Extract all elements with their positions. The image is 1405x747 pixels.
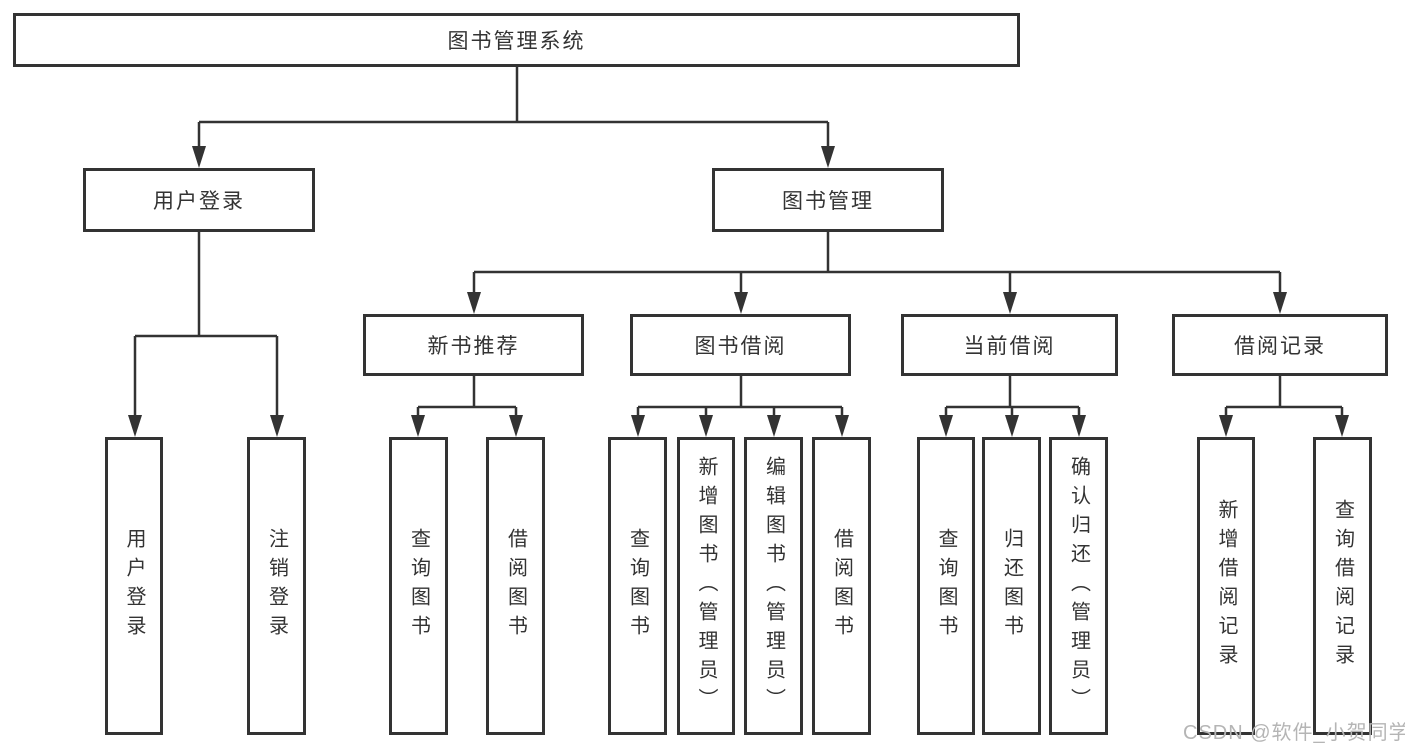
node-library-system-label: 图书管理系统	[447, 30, 586, 53]
node-new-book-recommendation: 新书推荐	[363, 314, 584, 376]
leaf-user-login: 用户登录	[105, 437, 163, 735]
node-current-borrowing-label: 当前借阅	[963, 335, 1056, 358]
node-library-system: 图书管理系统	[13, 13, 1020, 67]
node-borrowing-records: 借阅记录	[1172, 314, 1388, 376]
node-new-book-recommendation-label: 新书推荐	[427, 335, 520, 358]
node-book-management: 图书管理	[712, 168, 944, 232]
leaf-query-books-current: 查询图书	[917, 437, 975, 735]
leaf-user-login-label: 用户登录	[123, 528, 145, 644]
leaf-edit-book-admin: 编辑图书（管理员）	[744, 437, 803, 735]
leaf-add-book-admin-label: 新增图书（管理员）	[695, 455, 717, 717]
leaf-borrow-books-label: 借阅图书	[830, 528, 853, 644]
leaf-borrow-books-recommend-label: 借阅图书	[504, 528, 527, 644]
leaf-borrow-books-recommend: 借阅图书	[486, 437, 545, 735]
leaf-query-borrow-record: 查询借阅记录	[1313, 437, 1372, 735]
csdn-watermark: CSDN @软件_小贺同学	[1183, 722, 1405, 744]
leaf-confirm-return-admin-label: 确认归还（管理员）	[1067, 455, 1090, 717]
node-book-borrowing-label: 图书借阅	[694, 335, 787, 358]
leaf-query-books-recommend: 查询图书	[389, 437, 448, 735]
leaf-return-book-label: 归还图书	[1000, 528, 1023, 644]
leaf-return-book: 归还图书	[982, 437, 1041, 735]
node-user-login: 用户登录	[83, 168, 315, 232]
leaf-add-borrow-record-label: 新增借阅记录	[1215, 499, 1237, 673]
node-borrowing-records-label: 借阅记录	[1234, 335, 1326, 358]
leaf-borrow-books: 借阅图书	[812, 437, 871, 735]
leaf-query-books-current-label: 查询图书	[935, 528, 957, 644]
leaf-add-book-admin: 新增图书（管理员）	[677, 437, 735, 735]
leaf-add-borrow-record: 新增借阅记录	[1197, 437, 1255, 735]
leaf-logout: 注销登录	[247, 437, 306, 735]
node-book-borrowing: 图书借阅	[630, 314, 851, 376]
leaf-query-borrow-record-label: 查询借阅记录	[1331, 499, 1354, 673]
leaf-query-books-borrow-label: 查询图书	[626, 528, 649, 644]
leaf-edit-book-admin-label: 编辑图书（管理员）	[762, 455, 785, 717]
node-user-login-label: 用户登录	[153, 190, 245, 213]
leaf-query-books-borrow: 查询图书	[608, 437, 667, 735]
leaf-query-books-recommend-label: 查询图书	[407, 528, 430, 644]
node-book-management-label: 图书管理	[782, 190, 874, 213]
leaf-confirm-return-admin: 确认归还（管理员）	[1049, 437, 1108, 735]
leaf-logout-label: 注销登录	[265, 528, 288, 644]
node-current-borrowing: 当前借阅	[901, 314, 1118, 376]
